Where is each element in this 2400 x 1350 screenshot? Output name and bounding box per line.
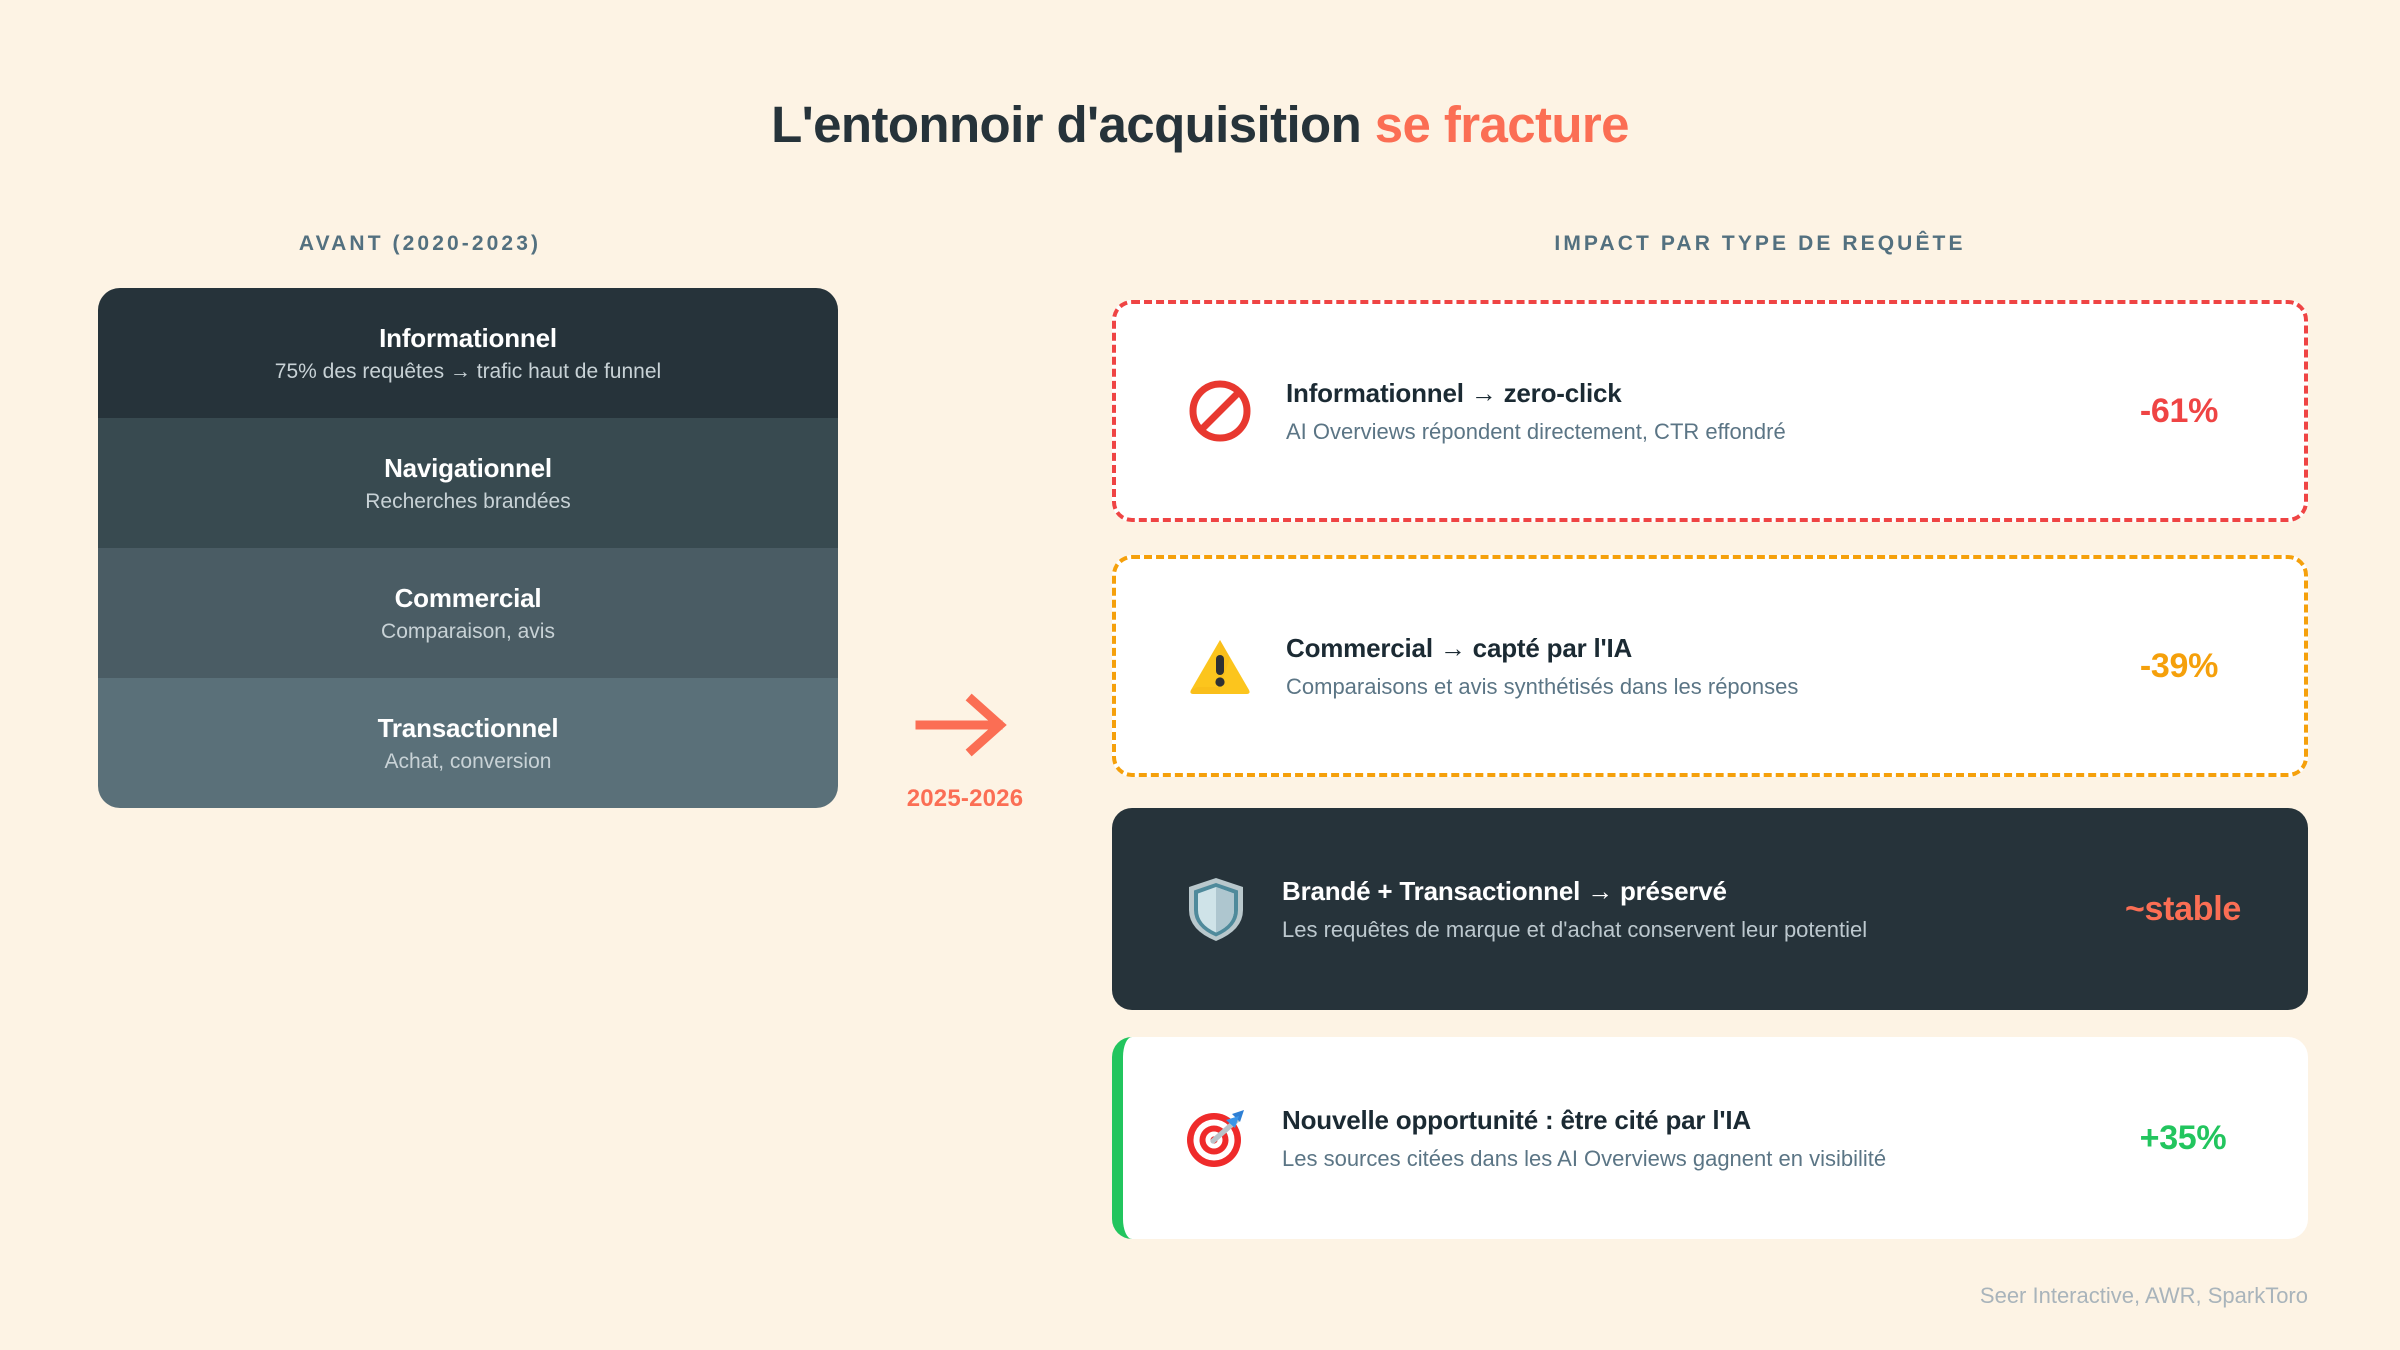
impact-card-informationnel: Informationnel → zero-click AI Overviews… [1112,300,2308,522]
funnel-diagram: Informationnel 75% des requêtes → trafic… [98,288,838,808]
impact-card-text: Informationnel → zero-click AI Overviews… [1272,378,2054,445]
left-column-header: AVANT (2020-2023) [298,232,542,255]
impact-card-value: +35% [2139,1118,2227,1157]
impact-card-text: Commercial → capté par l'IA Comparaisons… [1272,633,2054,700]
impact-card-title: Informationnel → zero-click [1286,377,1622,408]
impact-card-value: -39% [2139,646,2219,685]
funnel-segment-detail: 75% des requêtes → trafic haut de funnel [274,359,662,383]
page-title-main: L'entonnoir d'acquisition [771,96,1362,153]
target-dart-icon [1164,1104,1268,1172]
impact-card-subtitle: Les sources citées dans les AI Overviews… [1282,1145,1887,1171]
funnel-segment-detail: Recherches brandées [365,489,571,513]
warning-triangle-icon [1168,633,1272,699]
source-attribution: Seer Interactive, AWR, SparkToro [1979,1283,2308,1308]
funnel-segment-navigationnel: Navigationnel Recherches brandées [98,418,838,548]
transition-era-label: 2025-2026 [906,785,1024,812]
funnel-segment-label: Informationnel [379,322,557,353]
impact-card-subtitle: AI Overviews répondent directement, CTR … [1286,418,1786,444]
impact-card-title: Nouvelle opportunité : être cité par l'I… [1282,1104,1751,1135]
impact-card-title: Commercial → capté par l'IA [1286,632,1633,663]
impact-card-nouvelle-opportunite: Nouvelle opportunité : être cité par l'I… [1112,1037,2308,1239]
page-title-accent: se fracture [1374,96,1630,153]
right-column-header: IMPACT PAR TYPE DE REQUÊTE [1554,232,1966,255]
funnel-segment-detail: Comparaison, avis [381,619,555,643]
impact-card-text: Nouvelle opportunité : être cité par l'I… [1268,1105,2058,1172]
prohibition-icon [1168,378,1272,444]
funnel-segment-commercial: Commercial Comparaison, avis [98,548,838,678]
impact-card-value: -61% [2139,391,2219,430]
impact-card-text: Brandé + Transactionnel → préservé Les r… [1268,876,2058,943]
impact-card-value: ~stable [2124,889,2242,928]
shield-icon [1164,874,1268,944]
impact-card-subtitle: Comparaisons et avis synthétisés dans le… [1286,673,1799,699]
impact-card-subtitle: Les requêtes de marque et d'achat conser… [1282,916,1868,942]
arrow-right-icon [910,690,1020,760]
impact-card-brande-transactionnel: Brandé + Transactionnel → préservé Les r… [1112,808,2308,1010]
impact-card-title: Brandé + Transactionnel → préservé [1282,875,1727,906]
page-title: L'entonnoir d'acquisition se fracture [0,95,2400,154]
funnel-segment-transactionnel: Transactionnel Achat, conversion [98,678,838,808]
funnel-segment-detail: Achat, conversion [384,749,552,773]
funnel-segment-label: Commercial [394,582,542,613]
funnel-segment-label: Transactionnel [377,712,559,743]
funnel-segment-label: Navigationnel [384,452,552,483]
impact-card-commercial: Commercial → capté par l'IA Comparaisons… [1112,555,2308,777]
funnel-segment-informationnel: Informationnel 75% des requêtes → trafic… [98,288,838,418]
